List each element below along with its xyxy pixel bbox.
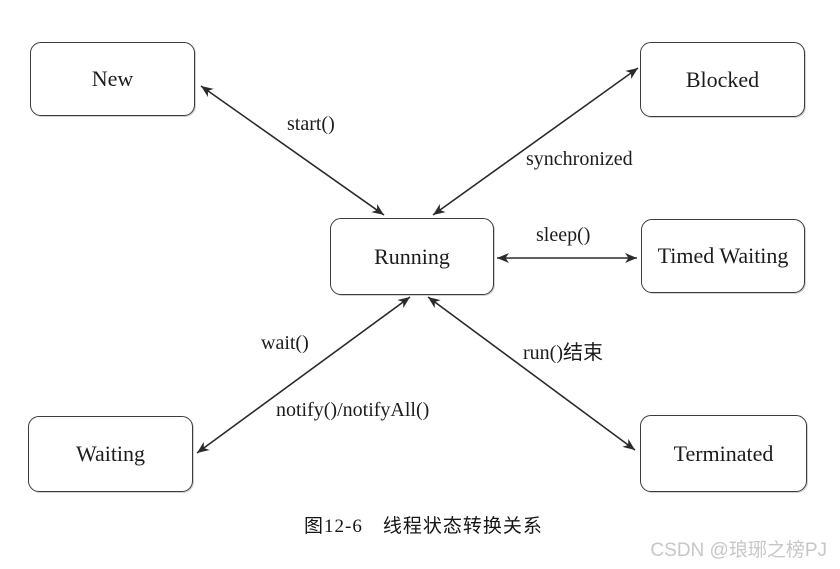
state-node-running: Running (330, 218, 494, 295)
csdn-watermark: CSDN @琅琊之榜PJ (650, 540, 827, 561)
edge-running-waiting (196, 296, 411, 454)
state-node-timed-waiting: Timed Waiting (641, 219, 805, 293)
edge-new-running (200, 85, 385, 216)
edge-label-sleep: sleep() (536, 224, 591, 246)
state-node-new: New (30, 42, 195, 116)
edge-label-synchronized: synchronized (526, 148, 633, 170)
state-node-blocked: Blocked (640, 42, 805, 117)
edge-running-terminated (427, 296, 636, 451)
edge-label-start: start() (287, 113, 335, 135)
node-label: Terminated (673, 440, 774, 466)
node-label: Timed Waiting (657, 243, 789, 268)
edge-label-run-end: run()结束 (523, 342, 603, 364)
node-label: New (91, 66, 134, 91)
figure-caption: 图12-6 线程状态转换关系 (304, 516, 543, 537)
node-label: Running (374, 243, 450, 269)
edge-label-wait: wait() (261, 332, 309, 354)
state-node-waiting: Waiting (28, 416, 193, 492)
node-label: Waiting (75, 441, 146, 466)
edge-label-notify: notify()/notifyAll() (276, 399, 430, 421)
edge-running-blocked (432, 67, 639, 216)
node-label: Blocked (685, 66, 760, 92)
state-node-terminated: Terminated (640, 415, 807, 492)
